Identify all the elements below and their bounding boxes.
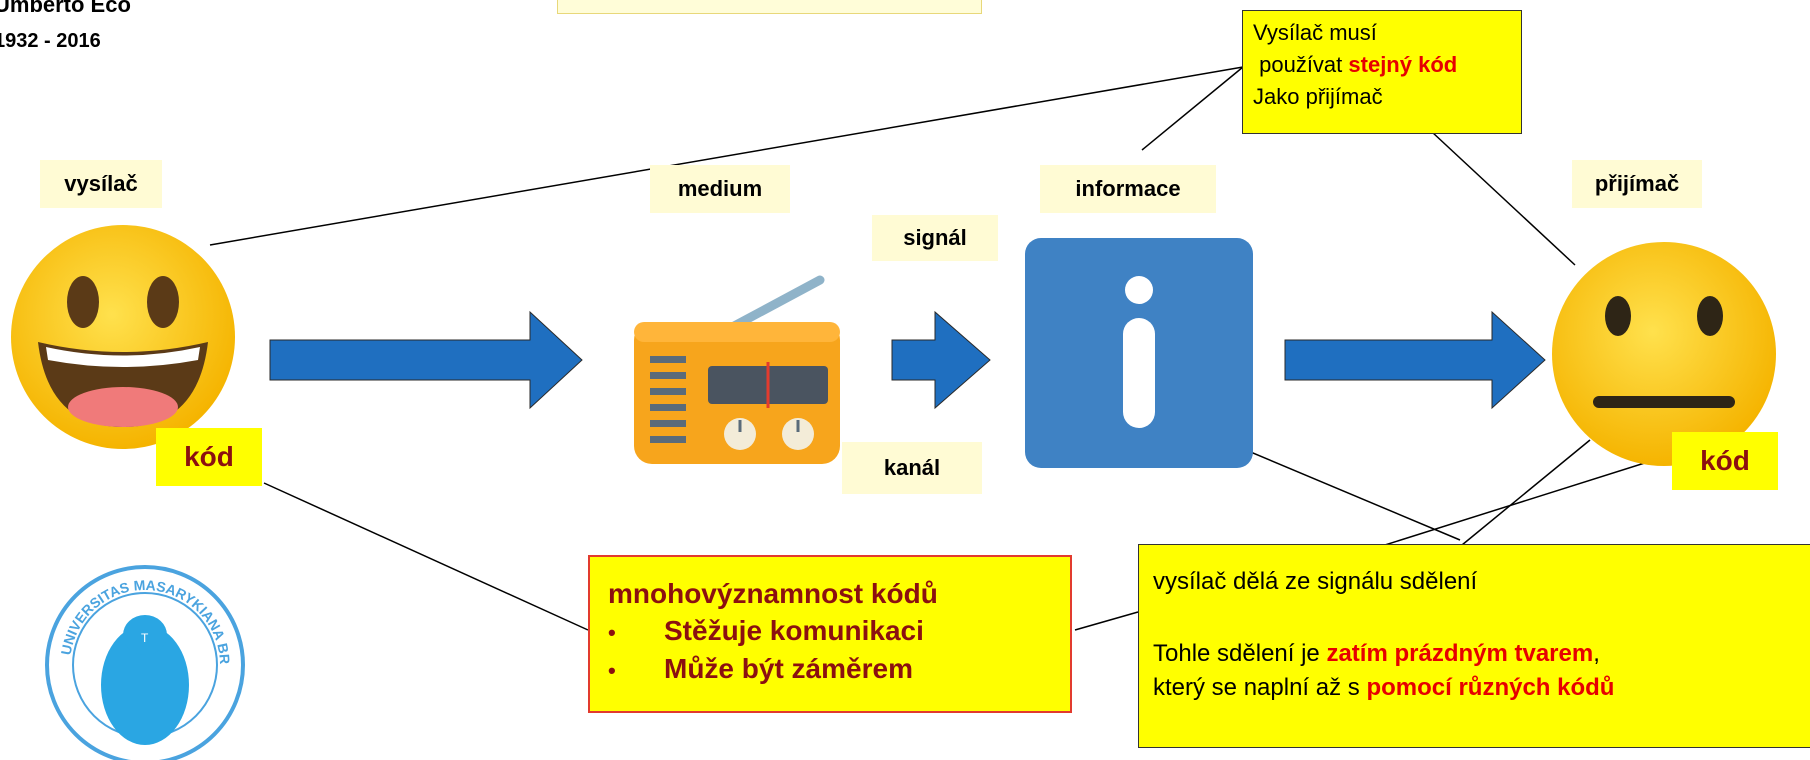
radio-icon: [634, 275, 840, 464]
message-note-line1: vysílač dělá ze signálu sdělení: [1153, 568, 1478, 595]
message-note-line2: Tohle sdělení je zatím prázdným tvarem,: [1153, 637, 1803, 671]
channel-label: kanál: [842, 442, 982, 494]
same-code-note: Vysílač musí používat stejný kód Jako př…: [1242, 10, 1522, 134]
bullet-icon: •: [608, 658, 616, 683]
bullet-icon: •: [608, 620, 616, 645]
receiver-label: přijímač: [1572, 160, 1702, 208]
message-note-spacer: [1153, 599, 1803, 637]
same-code-note-line2-text: používat: [1253, 52, 1349, 77]
same-code-note-line3: Jako přijímač: [1253, 84, 1383, 109]
code-ambiguity-bullet-2: • Může být záměrem: [608, 651, 1052, 689]
code-ambiguity-bullet-1: • Stěžuje komunikaci: [608, 613, 1052, 651]
same-code-note-line1: Vysílač musí: [1253, 20, 1377, 45]
receiver-code-label: kód: [1672, 432, 1778, 490]
empty-form-emphasis: zatím prázdným tvarem: [1326, 640, 1594, 667]
information-icon: [1025, 238, 1253, 468]
information-label: informace: [1040, 165, 1216, 213]
code-ambiguity-note: mnohovýznamnost kódů • Stěžuje komunikaci…: [588, 555, 1072, 713]
neutral-face-icon: [1552, 242, 1776, 466]
various-codes-emphasis: pomocí různých kódů: [1366, 674, 1615, 701]
sender-label: vysílač: [40, 160, 162, 208]
sender-code-label: kód: [156, 428, 262, 486]
author-years: 1932 - 2016: [0, 30, 101, 52]
svg-text:T: T: [141, 631, 149, 645]
medium-label: medium: [650, 165, 790, 213]
message-note-line3: který se naplní až s pomocí různých kódů: [1153, 671, 1803, 705]
bullet-text: Může být záměrem: [664, 653, 913, 684]
bullet-text: Stěžuje komunikaci: [664, 615, 924, 646]
top-partial-box: [557, 0, 982, 14]
university-seal-icon: UNIVERSITAS MASARYKIANA BRUNENSIS T: [40, 560, 245, 760]
same-code-note-line2: používat stejný kód: [1253, 49, 1511, 81]
message-note: vysílač dělá ze signálu sdělení Tohle sd…: [1138, 544, 1810, 748]
signal-label: signál: [872, 215, 998, 261]
message-note-comma: ,: [1593, 640, 1600, 667]
same-code-emphasis: stejný kód: [1348, 52, 1458, 77]
code-ambiguity-title: mnohovýznamnost kódů: [608, 578, 938, 609]
flow-arrows: [269, 310, 1546, 410]
message-note-line2-text: Tohle sdělení je: [1153, 640, 1327, 667]
author-name: Umberto Eco: [0, 0, 131, 17]
smiling-face-icon: [11, 225, 235, 449]
message-note-line3-text: který se naplní až s: [1153, 674, 1367, 701]
